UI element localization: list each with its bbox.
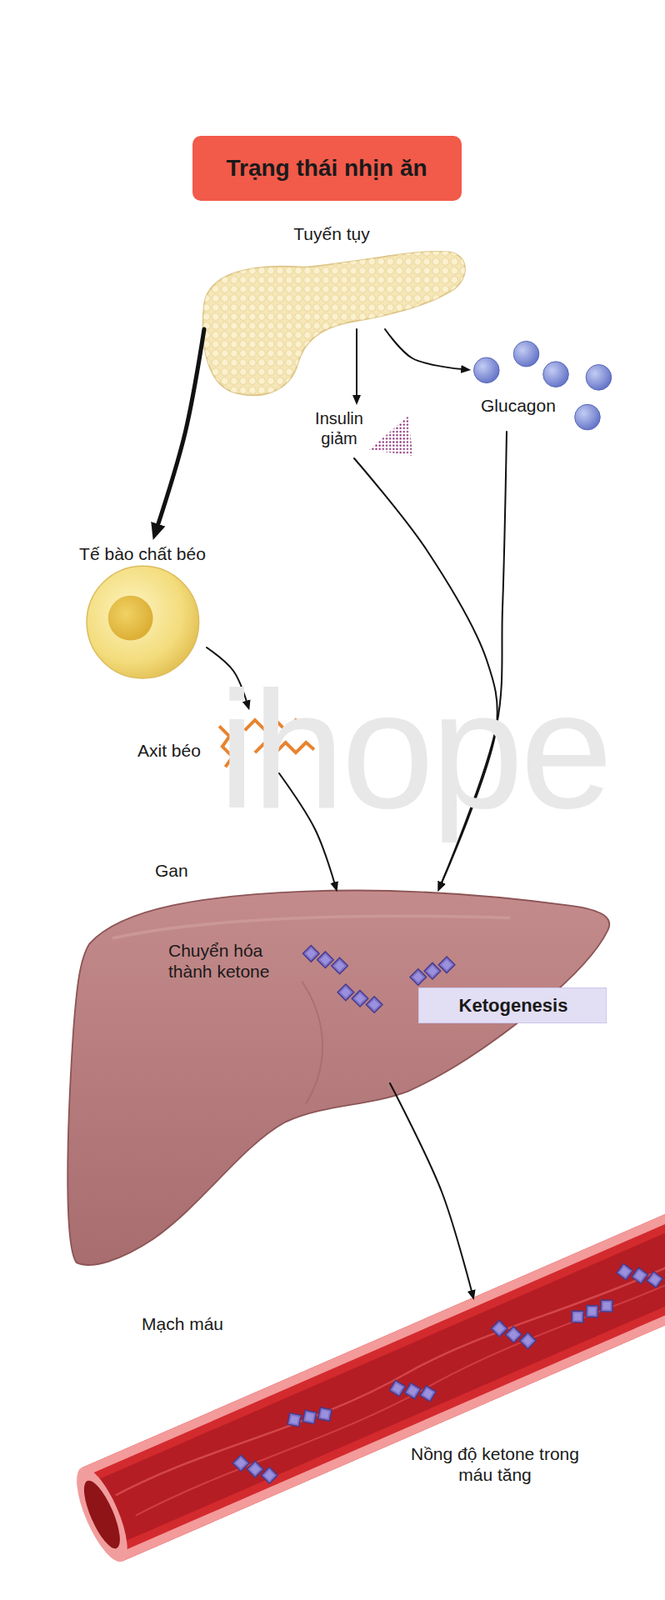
blood-vessel-drawing [283,1392,337,1441]
cell-label: Tế bào chất béo [79,543,206,565]
ketone-molecules [337,984,383,1013]
illustration [66,251,665,1569]
blood-vessel: Mạch máuNồng độ ketone trong máu tăng [96,1300,665,1575]
blood-vessel-drawing [615,1258,665,1294]
title-banner: Trạng thái nhịn ăn [192,135,462,201]
pancreas-drawing [203,251,465,396]
liver-organ: GanChuyển hóa thành ketoneKetogenesis [71,891,607,1084]
blood-vessel-drawing [387,1371,438,1410]
fat-cell: Tế bào chất béo [78,540,207,680]
pancreas-organ: Tuyến tụy [199,250,465,330]
title-text: Trạng thái nhịn ăn [225,154,427,183]
process-box: Ketogenesis [418,987,607,1024]
molecule-label: Axit béo [137,740,201,761]
fat-cell-drawing [108,595,154,641]
liver-drawing [301,980,323,1104]
fat-cell-drawing [86,565,200,679]
glucagon-molecules [575,404,601,430]
pancreas-drawing [203,251,465,396]
insulin-symbol [369,415,414,456]
hormone-label: Insulin giảm [306,408,372,449]
blood-vessel-drawing [76,1476,127,1554]
hormone-label: Glucagon [480,395,556,416]
arrow-connector [355,329,358,399]
blood-vessel-drawing [66,1461,138,1569]
glucagon-molecules [474,340,612,430]
liver-drawing [67,890,610,1265]
blood-vessel-drawing [490,1320,536,1349]
process-label: Ketogenesis [459,995,569,1017]
arrow-connector [385,329,465,370]
ketone-molecules [302,945,348,975]
insulin-symbol [369,415,414,456]
pancreas-drawing [203,251,465,396]
vessel-label: Mạch máu [141,1313,224,1335]
blood-vessel-drawing [81,1199,665,1561]
arrow-connector [390,1083,473,1294]
fat-cell-drawing [86,565,200,679]
blood-vessel-drawing [232,1455,278,1484]
liver-drawing [67,890,610,1265]
hormone-insulin: Insulin giảm [306,405,419,459]
hormone-glucagon: Glucagon [470,340,620,432]
organ-label: Gan [155,860,189,881]
blood-vessel-drawing [133,1254,665,1518]
glucagon-molecules [585,365,612,391]
glucagon-molecules [513,340,540,367]
result-note: Nồng độ ketone trong máu tăng [399,1443,591,1485]
blood-vessel-drawing [115,1233,665,1505]
glucagon-molecules [474,357,500,384]
blood-vessel-drawing [565,1285,619,1338]
arrow-connector [156,329,205,530]
process-note: Chuyển hóa thành ketone [168,940,294,982]
organ-label: Tuyến tụy [293,223,370,245]
ketone-molecules [410,956,455,985]
blood-vessel-drawing [88,1215,665,1545]
liver-drawing [112,915,510,939]
glucagon-molecules [543,361,570,388]
watermark: ihope [218,666,610,834]
fatty-acid: Axit béo [135,710,315,774]
blood-vessel-drawing [66,1199,665,1568]
